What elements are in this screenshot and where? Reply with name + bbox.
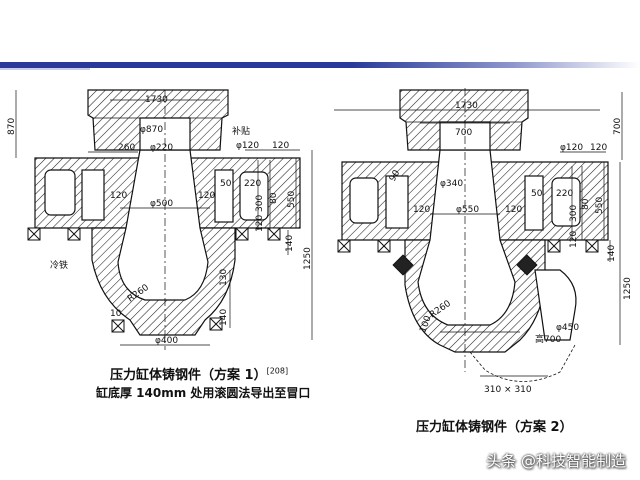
right-riser (399, 89, 529, 151)
right-dim-height-700: 700 (613, 118, 623, 135)
left-dim-120d: 120 (255, 215, 265, 232)
left-dim-phi870: φ870 (140, 125, 163, 135)
right-dim-120: 120 (590, 143, 607, 153)
left-dim-phi500: φ500 (150, 199, 173, 209)
right-dim-high700: 高700 (535, 333, 561, 345)
left-dim-130: 130 (219, 269, 229, 286)
right-dim-700: 700 (455, 128, 472, 138)
left-dim-phi400: φ400 (155, 336, 178, 346)
right-dim-phi120: φ120 (560, 143, 583, 153)
left-chills (27, 227, 281, 333)
left-caption-title: 压力缸体铸钢件（方案 1） (110, 368, 267, 383)
right-dim-120b: 120 (505, 205, 522, 215)
right-chills (337, 239, 599, 276)
right-dim-80: 80 (581, 198, 591, 210)
left-dim-1730: 1730 (145, 95, 168, 105)
left-caption-note: 缸底厚 140mm 处用滚圆法导出至冒口 (96, 386, 311, 400)
left-label-chill: 冷铁 (50, 259, 68, 271)
right-caption: 压力缸体铸钢件（方案 2） (416, 420, 573, 435)
accent-rule (0, 68, 90, 70)
left-dim-140: 140 (285, 235, 295, 252)
left-dimension-labels: 1730 870 φ870 补贴 260 φ220 φ120 120 50 22… (7, 95, 313, 346)
right-dim-phi340: φ340 (440, 179, 463, 189)
right-dim-50: 50 (531, 189, 543, 199)
left-dim-phi220: φ220 (150, 143, 173, 153)
left-dim-80: 80 (269, 192, 279, 204)
right-dim-1730: 1730 (455, 101, 478, 111)
right-cavity (417, 149, 516, 326)
right-dim-phi550: φ550 (456, 205, 479, 215)
right-side-riser (534, 269, 577, 341)
left-dim-1250: 1250 (303, 247, 313, 270)
right-dim-140: 140 (607, 245, 617, 262)
left-dim-260: 260 (118, 143, 135, 153)
left-dim-870: 870 (7, 118, 17, 135)
title-bar-accent (0, 62, 640, 68)
right-dim-300: 300 (569, 205, 579, 222)
left-cavity (117, 149, 209, 301)
right-dim-phi450: φ450 (556, 323, 579, 333)
right-dim-1250: 1250 (623, 277, 633, 300)
left-caption: 压力缸体铸钢件（方案 1）[208] (110, 364, 288, 383)
right-dim-550: 550 (595, 197, 605, 214)
left-dim-220: 220 (244, 179, 261, 189)
left-caption-ref: [208] (266, 366, 289, 376)
left-label-supplement: 补贴 (232, 125, 250, 137)
left-casting-drawing (15, 89, 313, 350)
right-casting-drawing (334, 88, 623, 382)
left-dim-120b: 120 (110, 191, 127, 201)
left-dim-120c: 120 (198, 191, 215, 201)
left-dim-550: 550 (287, 191, 297, 208)
right-dim-120c: 120 (569, 231, 579, 248)
left-dim-140b: 140 (219, 309, 229, 326)
right-dim-310: 310 × 310 (484, 385, 532, 395)
left-dim-10: 10 (110, 309, 122, 319)
right-dim-120a: 120 (413, 205, 430, 215)
left-dim-50: 50 (220, 179, 232, 189)
watermark: 头条 @科技智能制造 (486, 452, 626, 470)
left-dim-phi120: φ120 (236, 141, 259, 151)
left-dim-120a: 120 (272, 141, 289, 151)
left-dim-300: 300 (255, 195, 265, 212)
right-dim-220: 220 (556, 189, 573, 199)
